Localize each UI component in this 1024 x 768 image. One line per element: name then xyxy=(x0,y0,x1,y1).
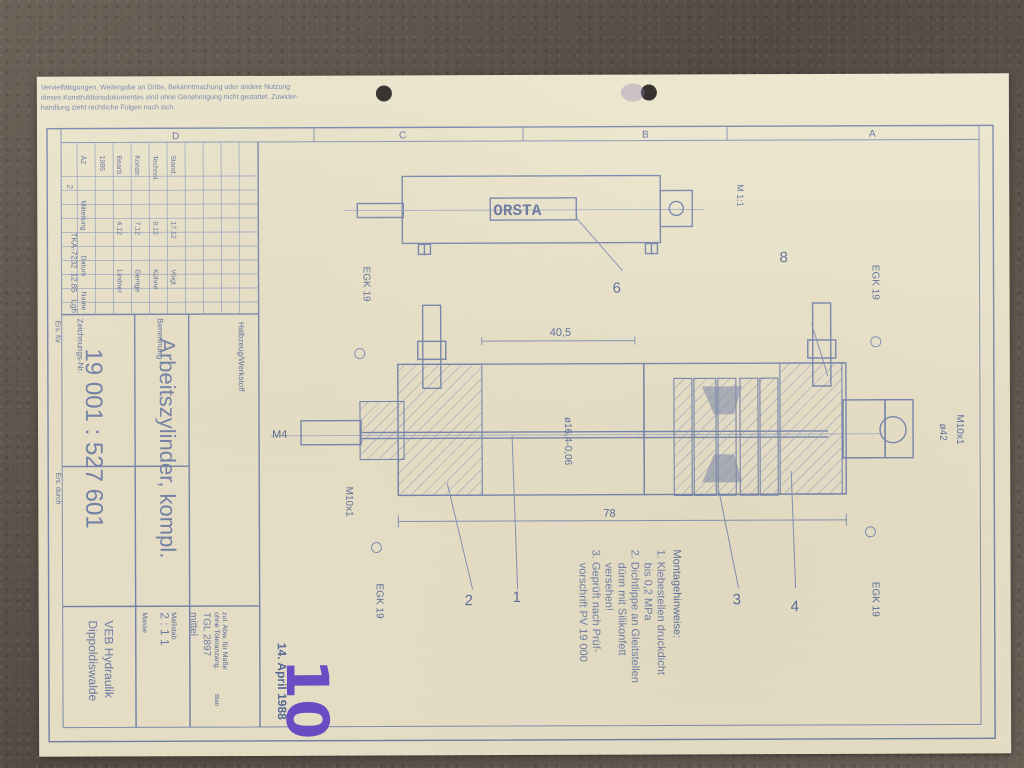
note-item-1: 1. Klebestellen druckdicht xyxy=(654,550,666,675)
table-row-bearb-label: Bearb. xyxy=(115,155,122,176)
left-binder-hole xyxy=(375,85,392,102)
zone-label-a: A xyxy=(869,129,876,140)
note-item-7: vorschrift PV 19 000 xyxy=(577,563,589,662)
tolerance-label-1: zul. Abw. für Maße xyxy=(221,612,228,670)
egk-top-right: EGK 19 xyxy=(869,265,880,300)
revision-code: TKA-7232 xyxy=(69,233,78,270)
revision-date: 12.85 xyxy=(70,273,79,294)
dimension-40-5: 40,5 xyxy=(550,327,571,339)
company-name: VEB Hydraulik xyxy=(102,620,116,698)
section-view: 40,5 78 M4 M10x1 M10x1 ø42 ø16,4-0,06 xyxy=(270,249,965,619)
callout-3: 3 xyxy=(733,591,741,608)
stamp-number: 10 xyxy=(273,659,341,740)
dimension-phi16-4: ø16,4-0,06 xyxy=(562,417,573,466)
paper-stain xyxy=(620,83,645,102)
table-row-technol-date: 9.12 xyxy=(151,221,158,235)
table-row-stand-name: Voigt xyxy=(169,269,176,285)
replacement-for-label: Ers. für xyxy=(54,321,61,344)
dimension-m4: M4 xyxy=(272,429,287,441)
title-block-divider xyxy=(257,141,261,727)
part-name-label: Benennung xyxy=(156,318,165,359)
drawing-sheet: Vervielfältigungen, Weitergabe an Dritte… xyxy=(36,73,1012,757)
dimension-m10x1-right: M10x1 xyxy=(954,414,965,444)
table-row-technol-name: Kühne xyxy=(151,269,158,289)
top-notice-line-1: Vervielfältigungen, Weitergabe an Dritte… xyxy=(41,84,290,92)
table-row-konstr-date: 7.12 xyxy=(133,221,140,235)
brand-label: ORSTA xyxy=(493,202,541,220)
tolerance-label-2: ohne Toleranzang. xyxy=(213,612,220,670)
revision-count: 2 xyxy=(65,185,74,190)
note-item-3: 2. Dichtlippe an Gleitstellen xyxy=(628,550,640,683)
tolerance-value-1: TGL 2897 xyxy=(201,612,212,657)
table-row-stand-date: 17.12 xyxy=(169,221,176,239)
zone-label-b: B xyxy=(642,130,649,141)
dimension-78: 78 xyxy=(603,508,615,520)
note-item-4: dünn mit Silikonfett xyxy=(616,563,628,656)
note-item-5: versehen! xyxy=(603,563,615,611)
dimension-phi42: ø42 xyxy=(937,424,948,442)
table-header-date: Datum xyxy=(79,256,86,277)
material-label: Halbzeug/Werkstoff xyxy=(237,322,246,392)
part-name: Arbeitszylinder, kompl. xyxy=(155,338,181,558)
mass-label: Masse xyxy=(141,612,148,633)
view-scale-label: M 1:1 xyxy=(735,184,745,207)
callout-1: 1 xyxy=(513,589,521,606)
scale-value: 2 : 1 1 xyxy=(158,612,172,646)
note-item-6: 3. Geprüft nach Prüf- xyxy=(589,550,601,653)
notes-heading: Montagehinweise: xyxy=(670,549,682,638)
table-row-konstr-label: Konstr. xyxy=(133,155,140,177)
engineering-drawing: Vervielfältigungen, Weitergabe an Dritte… xyxy=(41,83,996,743)
replaced-by-label: Ers. durch xyxy=(54,473,61,505)
dimension-m10x1-left: M10x1 xyxy=(343,487,354,517)
assembly-notes: Montagehinweise: 1. Klebestellen druckdi… xyxy=(577,549,683,683)
inner-frame xyxy=(60,138,982,729)
tolerance-value-2: mittel xyxy=(188,612,199,636)
sheet-label: Blatt xyxy=(213,694,219,706)
outer-frame xyxy=(46,124,996,743)
callout-4: 4 xyxy=(791,598,799,615)
egk-bottom-right: EGK 19 xyxy=(870,582,881,617)
table-header-az: ÄZ xyxy=(79,156,87,166)
note-item-2: bis 0,2 MPa xyxy=(642,563,654,622)
scale-label: Maßstab xyxy=(170,612,177,639)
top-notice-line-2: dieses Konstruktionsdokumentes sind ohne… xyxy=(41,94,299,102)
zone-label-c: C xyxy=(399,130,406,141)
drawing-number: 19 001 : 527 601 xyxy=(80,348,108,528)
callout-6: 6 xyxy=(613,280,621,297)
table-row-konstr-name: Gentge xyxy=(133,269,140,292)
table-row-bearb-date: 4.12 xyxy=(115,221,122,235)
date-stamp: 14. April 1988 10 xyxy=(273,643,341,740)
table-header-name: Name xyxy=(80,292,87,311)
egk-bottom-left: EGK 19 xyxy=(374,583,385,618)
table-header-message: Mitteilung xyxy=(79,201,86,231)
table-row-bearb-name: Lindner xyxy=(115,269,122,293)
zone-label-d: D xyxy=(172,131,179,142)
callout-8: 8 xyxy=(779,249,787,266)
company-city: Dippoldiswalde xyxy=(86,620,100,701)
callout-2: 2 xyxy=(465,592,473,609)
revision-column-1: 2 xyxy=(65,185,74,190)
egk-top-left: EGK 19 xyxy=(360,267,371,302)
drawing-number-label: Zeichnungs-Nr. xyxy=(76,319,85,373)
top-view: ORSTA 6 xyxy=(343,174,704,297)
table-row-year: 1985 xyxy=(98,155,105,171)
table-row-stand-label: Stand. xyxy=(169,155,176,175)
top-notice-line-3: handlung zieht rechtliche Folgen nach si… xyxy=(41,104,175,111)
table-row-technol-label: Technol. xyxy=(151,155,158,181)
right-binder-hole xyxy=(640,84,657,101)
stamp-date: 14. April 1988 xyxy=(275,643,289,720)
revision-signature: Lgh xyxy=(70,300,79,313)
